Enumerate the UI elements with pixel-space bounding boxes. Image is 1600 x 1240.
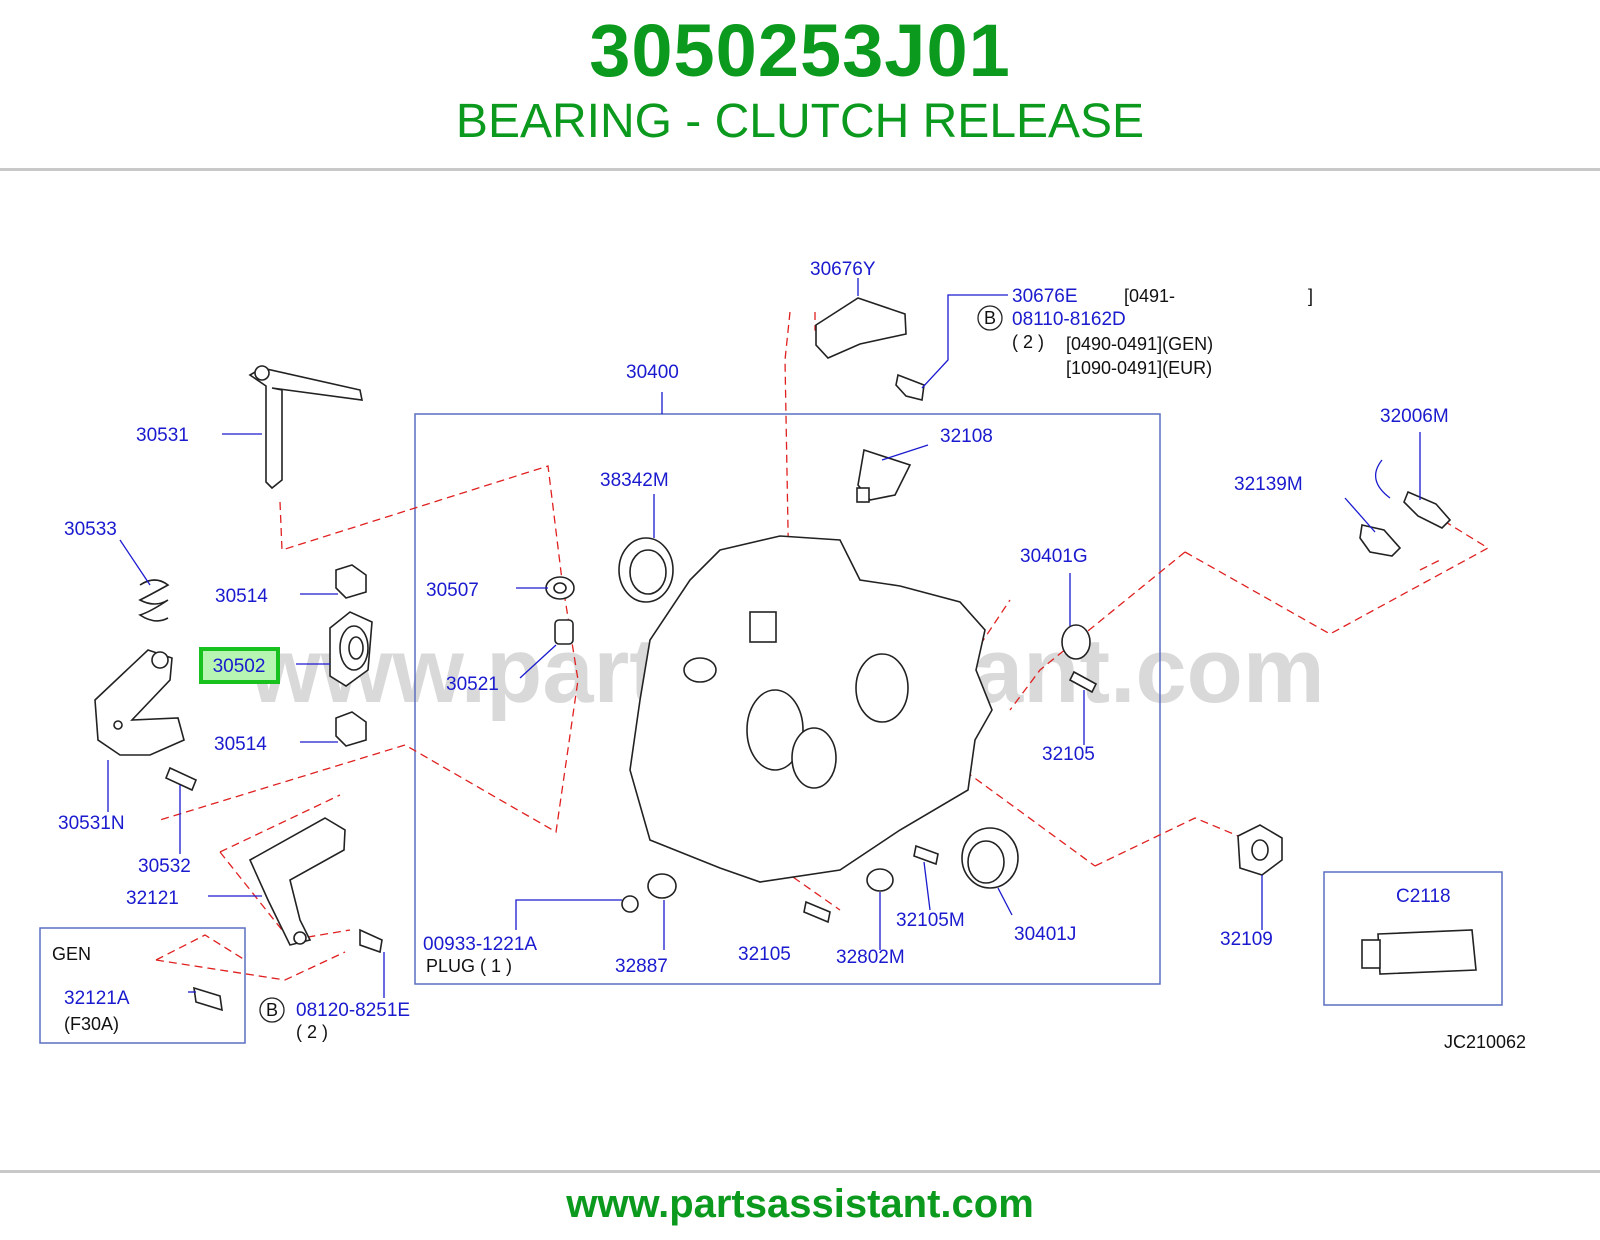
part-30531-lever	[248, 365, 364, 490]
part-08120-bolt	[359, 928, 383, 954]
part-transmission-case	[629, 535, 993, 883]
c2118-box	[1323, 871, 1503, 1006]
part-32105-pin-upper	[1068, 670, 1098, 694]
callout-30533: 30533	[64, 519, 117, 540]
footer-website-link[interactable]: www.partsassistant.com	[566, 1182, 1034, 1226]
callout-30531N: 30531N	[58, 813, 125, 834]
callout-32121A: 32121A	[64, 988, 130, 1009]
part-32887-bushing	[647, 873, 677, 899]
parts-diagram-canvas: www.partsassistant.com	[39, 259, 1526, 1052]
callout-leaders	[107, 278, 1421, 998]
callout-30676E-range-close: ]	[1308, 286, 1313, 306]
part-number-title: 3050253J01	[589, 9, 1011, 92]
callout-32105M: 32105M	[896, 910, 965, 931]
drawing-code: JC210062	[1444, 1032, 1526, 1052]
gen-box-title: GEN	[52, 944, 91, 964]
callout-30676E: 30676E	[1012, 286, 1078, 307]
callout-00933-1221A: 00933-1221A	[423, 934, 537, 955]
callout-32109: 32109	[1220, 929, 1273, 950]
callout-08110-qty: ( 2 )	[1012, 332, 1044, 352]
b-marker-1-label: B	[984, 308, 996, 328]
callout-30532: 30532	[138, 856, 191, 877]
callout-32108: 32108	[940, 426, 993, 447]
part-32109-housing	[1237, 824, 1283, 876]
b-marker-1	[977, 305, 1003, 331]
highlight-30502	[199, 647, 280, 684]
callout-32105-upper: 32105	[1042, 744, 1095, 765]
part-38342M-seal	[618, 537, 674, 603]
part-32802M-bushing	[866, 868, 894, 892]
page-header: 3050253J01 BEARING - CLUTCH RELEASE	[0, 0, 1600, 170]
callout-30676E-range: [0491-	[1124, 286, 1175, 306]
assembly-guide-lines	[155, 311, 1490, 981]
part-32139M-plug	[1359, 524, 1402, 557]
part-08110-bolt	[895, 373, 925, 401]
part-30401J-seal	[961, 827, 1019, 889]
part-c2118-grease-tube	[1361, 929, 1477, 975]
callout-08110-range-gen: [0490-0491](GEN)	[1066, 334, 1213, 354]
part-30514-clip-upper	[335, 564, 367, 599]
callout-30401G: 30401G	[1020, 546, 1088, 567]
callout-plug-qty: PLUG ( 1 )	[426, 956, 512, 976]
callout-30401J: 30401J	[1014, 924, 1076, 945]
part-00933-plug	[621, 895, 639, 913]
callout-30502[interactable]: 30502	[213, 656, 266, 677]
part-32121-bracket	[248, 817, 346, 946]
part-30676Y-cover	[815, 297, 907, 359]
callout-c2118: C2118	[1396, 886, 1451, 907]
callout-30514-upper: 30514	[215, 586, 268, 607]
part-30521-pin	[554, 619, 574, 645]
part-30533-spring	[138, 579, 170, 622]
case-assembly-frame	[414, 413, 1161, 985]
footer-divider	[0, 1170, 1600, 1173]
part-30531N-fork	[94, 649, 185, 756]
part-30502-bearing	[329, 611, 373, 687]
part-30514-clip-lower	[335, 711, 367, 747]
part-32121A-bolt	[193, 986, 223, 1012]
callout-08120-qty: ( 2 )	[296, 1022, 328, 1042]
parts-diagram: www.partsassistant.com	[0, 240, 1600, 1100]
part-32105M-pin	[913, 844, 939, 866]
callout-30514-lower: 30514	[214, 734, 267, 755]
callout-08120-8251E: 08120-8251E	[296, 1000, 410, 1021]
callout-08110-range-eur: [1090-0491](EUR)	[1066, 358, 1212, 378]
callout-30531: 30531	[136, 425, 189, 446]
callout-32006M: 32006M	[1380, 406, 1449, 427]
part-32108-boot	[856, 448, 912, 503]
part-32105-pin-lower	[803, 900, 831, 924]
callout-f30a: (F30A)	[64, 1014, 119, 1034]
callout-32121: 32121	[126, 888, 179, 909]
callout-30507: 30507	[426, 580, 479, 601]
callout-30400: 30400	[626, 362, 679, 383]
part-name-subtitle: BEARING - CLUTCH RELEASE	[455, 95, 1145, 148]
callout-30521: 30521	[446, 674, 499, 695]
b-marker-2	[259, 997, 285, 1023]
callout-08110-8162D: 08110-8162D	[1012, 309, 1126, 330]
callout-38342M: 38342M	[600, 470, 669, 491]
part-30532-pin	[164, 766, 198, 792]
header-divider	[0, 168, 1600, 171]
callout-32887: 32887	[615, 956, 668, 977]
gen-variant-box	[39, 927, 246, 1044]
part-32006M-switch	[1374, 459, 1452, 529]
b-marker-2-label: B	[266, 1000, 278, 1020]
callout-32802M: 32802M	[836, 947, 905, 968]
part-30401G-seal	[1061, 624, 1091, 660]
callout-32139M: 32139M	[1234, 474, 1303, 495]
callout-30676Y: 30676Y	[810, 259, 876, 280]
callout-32105-lower: 32105	[738, 944, 791, 965]
part-30507-bushing	[545, 576, 575, 600]
